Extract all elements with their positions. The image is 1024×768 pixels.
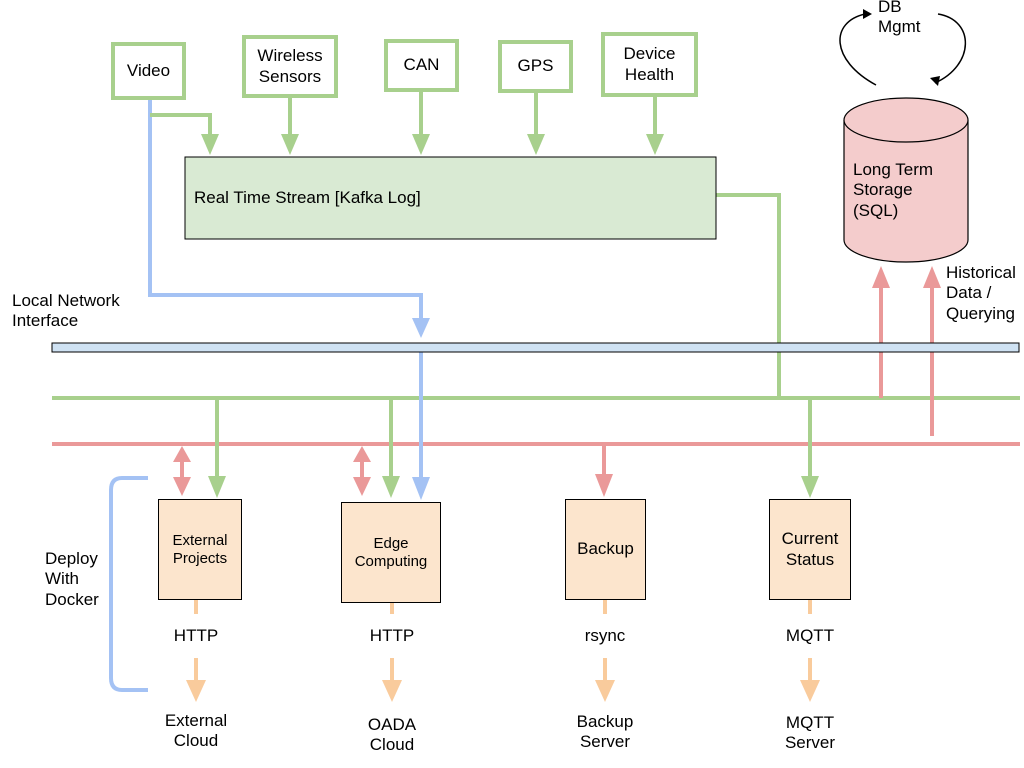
gps-arrowhead	[527, 134, 545, 155]
stream-label: Real Time Stream [Kafka Log]	[194, 188, 421, 207]
protocol-edge-computing: HTTP	[369, 626, 415, 645]
stream-box	[184, 156, 717, 240]
edge-blue-arrowhead	[412, 477, 430, 500]
target-backup-server: Backup Server	[576, 712, 634, 752]
video-stream-line	[150, 113, 212, 138]
docker-bracket	[109, 476, 148, 692]
local-network-bus	[51, 342, 1020, 353]
source-gps: GPS	[498, 40, 573, 93]
source-wireless-sensors: Wireless Sensors	[242, 35, 338, 98]
video-feed-line	[148, 100, 423, 322]
db-mgmt-loop-left	[839, 13, 877, 86]
source-video: Video	[111, 42, 186, 100]
protocol-external-projects: HTTP	[173, 626, 219, 645]
db-mgmt-loop-right	[934, 13, 967, 84]
protocol-current-status: MQTT	[785, 626, 835, 645]
source-device-health: Device Health	[601, 32, 698, 97]
storage-query-arrowhead	[923, 266, 941, 288]
video-arrowhead	[412, 318, 430, 338]
service-external-projects: External Projects	[158, 499, 242, 600]
target-external-cloud: External Cloud	[164, 711, 228, 751]
target-oada-cloud: OADA Cloud	[367, 715, 417, 755]
storage-label: Long Term Storage (SQL)	[853, 160, 934, 220]
local-network-label: Local Network Interface	[12, 291, 120, 331]
source-can: CAN	[384, 39, 459, 92]
status-arrowhead	[801, 476, 819, 498]
storage-write-arrowhead	[872, 266, 890, 288]
historical-label: Historical Data / Querying	[946, 263, 1016, 323]
target-mqtt-server: MQTT Server	[784, 713, 836, 753]
service-edge-computing: Edge Computing	[341, 502, 441, 603]
can-arrowhead	[412, 134, 430, 155]
stream-output-line	[716, 193, 781, 398]
docker-label: Deploy With Docker	[45, 549, 99, 609]
protocol-backup: rsync	[584, 626, 626, 645]
device-health-arrowhead	[646, 134, 664, 155]
service-current-status: Current Status	[769, 499, 851, 600]
wireless-arrowhead	[281, 134, 299, 155]
storage-cylinder	[843, 97, 969, 263]
backup-arrowhead	[595, 474, 613, 497]
service-backup: Backup	[565, 499, 646, 600]
db-mgmt-label: DB Mgmt	[878, 0, 921, 37]
